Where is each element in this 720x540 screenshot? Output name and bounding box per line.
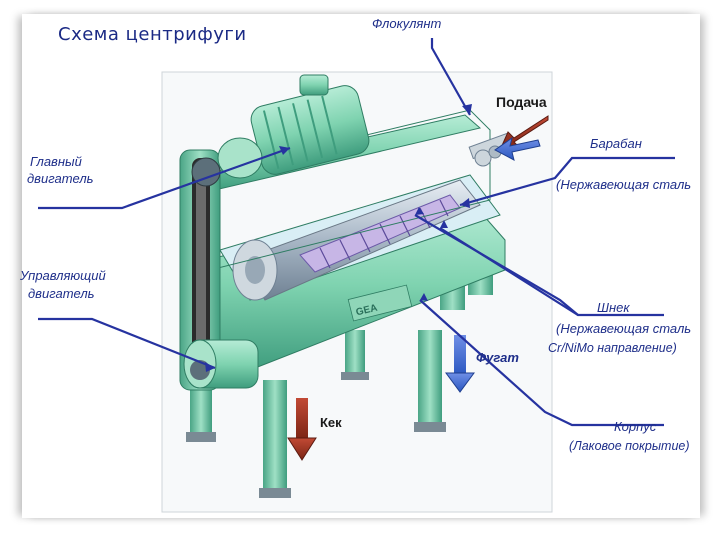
label-control-motor-line1: Управляющий bbox=[20, 268, 106, 283]
flocculant-feed-arrow bbox=[494, 136, 541, 161]
slide-title: Схема центрифуги bbox=[58, 24, 247, 45]
feed-pipe-shape bbox=[468, 132, 512, 167]
label-screw-material-line2: Cr/NiMo направление) bbox=[548, 341, 677, 355]
label-main-motor-line1: Главный bbox=[30, 154, 82, 169]
label-screw-material-line1: (Нержавеющая сталь bbox=[556, 321, 692, 336]
label-flocculant: Флокулянт bbox=[372, 16, 442, 31]
leader-arrowheads bbox=[205, 104, 472, 372]
label-feed: Подача bbox=[496, 94, 547, 110]
label-drum: Барабан bbox=[590, 136, 642, 151]
label-cake: Кек bbox=[320, 415, 342, 430]
leader-lines bbox=[38, 38, 675, 427]
cake-arrow bbox=[287, 398, 317, 461]
label-drum-material: (Нержавеющая сталь bbox=[556, 177, 692, 192]
label-control-motor-line2: двигатель bbox=[28, 286, 95, 301]
label-housing-coating: (Лаковое покрытие) bbox=[569, 439, 690, 453]
fugate-arrow bbox=[445, 335, 475, 393]
label-screw: Шнек bbox=[597, 300, 630, 315]
label-housing: Корпус bbox=[614, 419, 657, 434]
label-fugate: Фугат bbox=[476, 350, 519, 365]
label-main-motor-line2: двигатель bbox=[27, 171, 94, 186]
control-motor-shape bbox=[183, 339, 259, 389]
